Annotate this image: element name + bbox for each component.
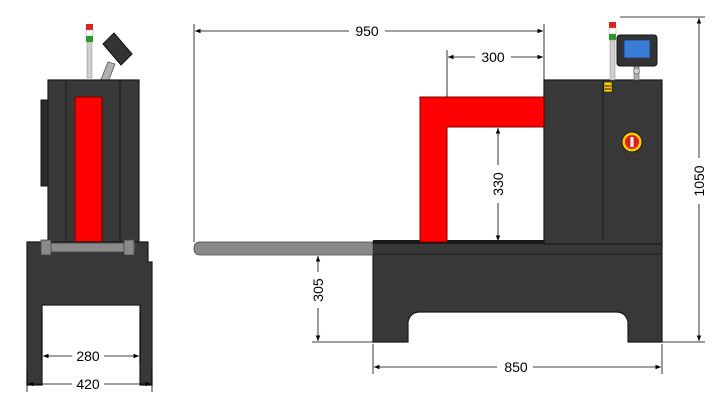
control-panel-front bbox=[99, 32, 133, 83]
warning-icon bbox=[603, 81, 613, 93]
signal-lamp-red bbox=[86, 24, 93, 30]
dim-label-305: 305 bbox=[310, 278, 326, 302]
signal-tower-side bbox=[608, 22, 617, 81]
front-base bbox=[26, 241, 153, 386]
signal-lamp-red-side bbox=[609, 22, 616, 28]
dim-label-950: 950 bbox=[355, 23, 379, 39]
dim-label-280: 280 bbox=[76, 348, 100, 364]
signal-tower-front bbox=[85, 24, 94, 79]
control-panel-side[interactable] bbox=[616, 34, 658, 81]
side-view bbox=[193, 22, 663, 343]
dim-label-850: 850 bbox=[504, 359, 528, 375]
dimension-front-inner: 280 bbox=[41, 312, 141, 364]
signal-lamp-green bbox=[86, 36, 93, 42]
dimension-330: 330 bbox=[490, 128, 506, 241]
dim-label-330: 330 bbox=[490, 172, 506, 196]
signal-lamp-green-side bbox=[609, 34, 616, 40]
red-yoke-front bbox=[74, 96, 103, 266]
dim-label-1050: 1050 bbox=[691, 165, 707, 196]
support-arm-side bbox=[193, 241, 374, 256]
power-icon[interactable] bbox=[621, 131, 643, 153]
side-base bbox=[372, 241, 663, 343]
touch-screen[interactable] bbox=[623, 39, 651, 59]
dimension-1050: 1050 bbox=[620, 16, 707, 343]
support-arm-front bbox=[40, 242, 136, 253]
base-plate bbox=[373, 240, 611, 244]
dimension-305: 305 bbox=[310, 256, 373, 343]
dimension-950: 950 bbox=[193, 23, 545, 242]
dimension-850: 850 bbox=[372, 344, 663, 375]
red-yoke-side bbox=[419, 96, 545, 243]
dim-label-420: 420 bbox=[76, 376, 100, 392]
dimension-300: 300 bbox=[446, 49, 543, 97]
dimension-front-outer: 420 bbox=[26, 370, 153, 392]
front-view bbox=[26, 24, 153, 386]
dim-label-300: 300 bbox=[481, 49, 505, 65]
